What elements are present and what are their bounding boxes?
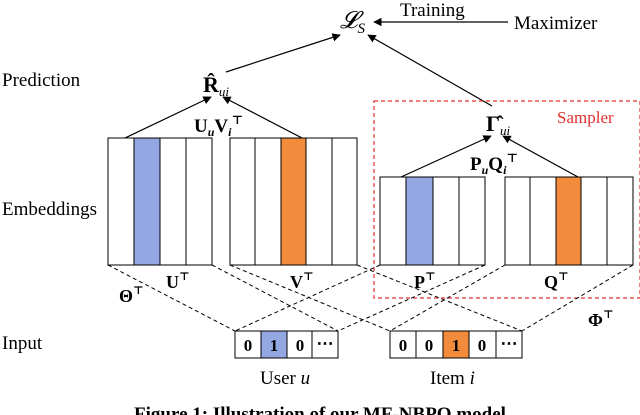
u-highlight-column bbox=[133, 137, 161, 266]
p-matrix bbox=[379, 176, 486, 266]
v-highlight-column bbox=[280, 137, 307, 266]
r-to-loss-arrow bbox=[225, 33, 341, 73]
user-cell: 1 bbox=[270, 336, 279, 355]
u-matrix-label: U⊤ bbox=[166, 271, 190, 292]
sampler-box bbox=[373, 100, 640, 299]
uv-product-label: UuVi⊤ bbox=[194, 113, 243, 139]
u-matrix bbox=[107, 137, 213, 266]
p-to-gamma-arrow bbox=[400, 135, 492, 178]
item-label: Item i bbox=[430, 368, 475, 389]
gamma-to-loss-arrow bbox=[367, 34, 493, 107]
q-matrix bbox=[504, 176, 634, 266]
item-input-vector: 0 0 1 0 ⋯ bbox=[389, 330, 523, 359]
user-label: User u bbox=[260, 368, 310, 389]
pq-product-label: PuQi⊤ bbox=[470, 151, 518, 177]
training-label: Training bbox=[400, 0, 465, 21]
v-matrix bbox=[229, 137, 358, 266]
user-cell: 0 bbox=[296, 336, 305, 355]
phi-label: Φ⊤ bbox=[588, 309, 614, 330]
q-matrix-label: Q⊤ bbox=[544, 271, 569, 292]
q-highlight-column bbox=[555, 176, 582, 266]
loss-symbol: 𝓛S bbox=[340, 8, 365, 37]
embedding-lookup-lines bbox=[107, 264, 634, 332]
item-cell: 1 bbox=[452, 336, 461, 355]
sampler-label: Sampler bbox=[557, 108, 614, 127]
p-matrix-label: P⊤ bbox=[414, 271, 436, 292]
user-cell: ⋯ bbox=[317, 334, 334, 353]
user-input-vector: 0 1 0 ⋯ bbox=[234, 330, 339, 359]
maximizer-label: Maximizer bbox=[514, 13, 598, 34]
item-cell: 0 bbox=[425, 336, 434, 355]
input-label: Input bbox=[2, 333, 43, 354]
item-cell: 0 bbox=[478, 336, 487, 355]
gamma-hat-symbol: Γ̂ui bbox=[486, 111, 511, 138]
r-hat-symbol: R̂ui bbox=[203, 72, 229, 99]
user-cell: 0 bbox=[244, 336, 253, 355]
figure-caption: Figure 1: Illustration of our MF-NBPO mo… bbox=[134, 404, 506, 415]
embeddings-label: Embeddings bbox=[2, 199, 97, 220]
prediction-label: Prediction bbox=[2, 70, 81, 91]
item-cell: ⋯ bbox=[501, 334, 518, 353]
u-to-r-arrow bbox=[124, 96, 212, 139]
p-highlight-column bbox=[405, 176, 434, 266]
item-cell: 0 bbox=[399, 336, 408, 355]
v-to-r-arrow bbox=[222, 96, 303, 139]
theta-label: Θ⊤ bbox=[119, 285, 144, 306]
user-active-cell bbox=[260, 330, 288, 359]
v-matrix-label: V⊤ bbox=[290, 271, 314, 292]
q-to-gamma-arrow bbox=[502, 135, 579, 178]
